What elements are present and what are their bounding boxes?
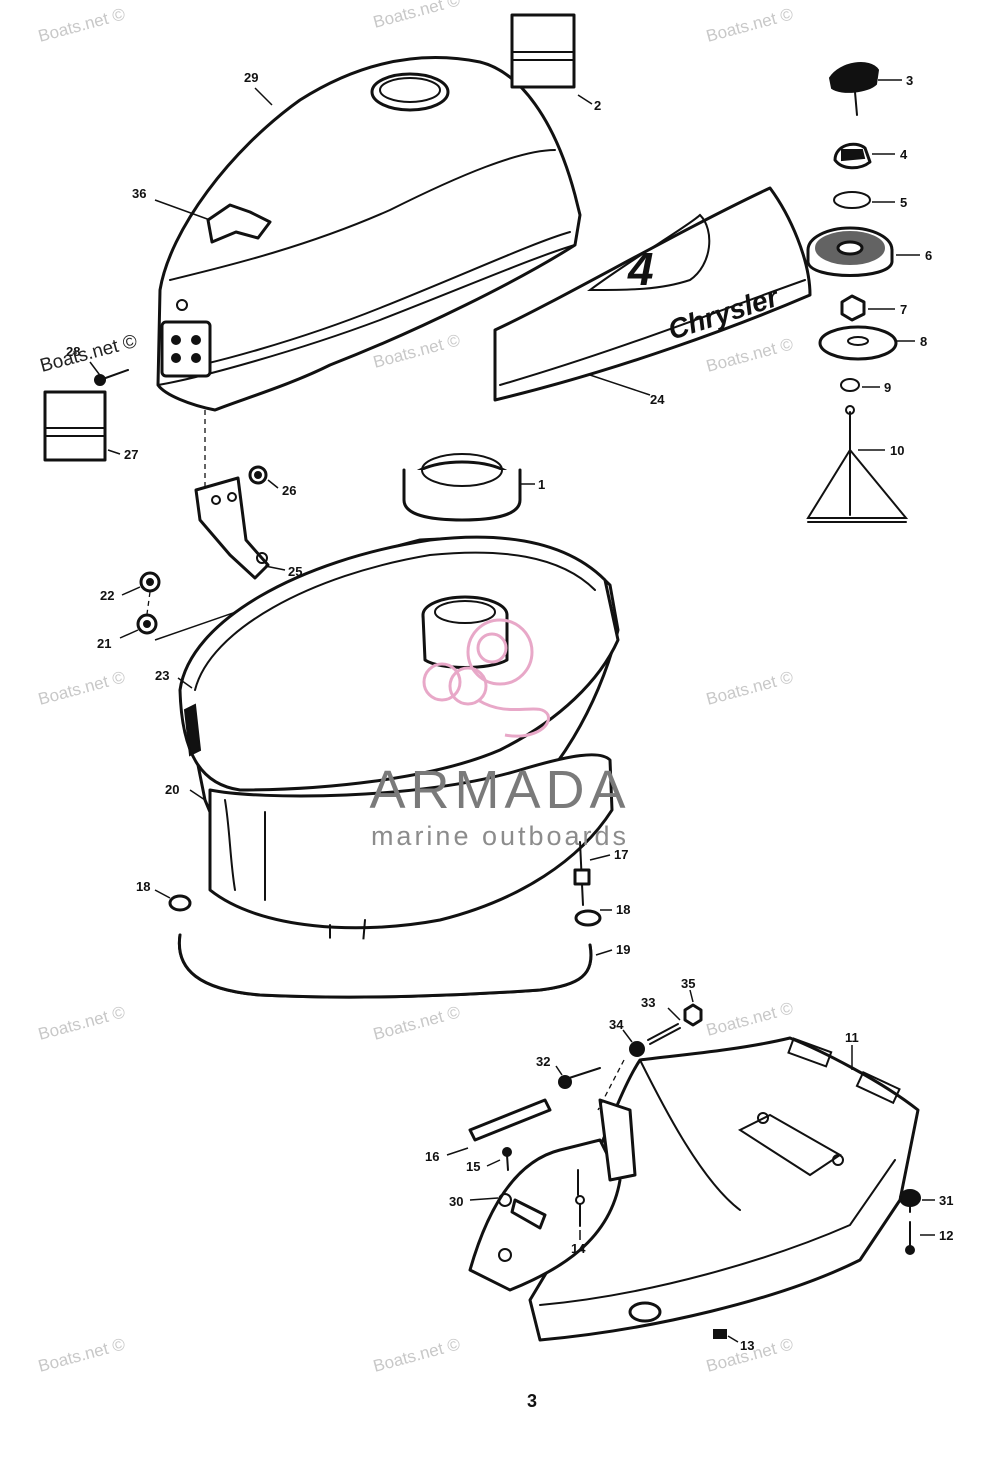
watermark-text: Boats.net © xyxy=(704,667,795,709)
leader-lines xyxy=(89,79,935,1343)
callout-33: 33 xyxy=(641,995,655,1010)
knob-3 xyxy=(828,62,880,116)
side-decal-panel: 4 Chrysler xyxy=(493,186,812,402)
screw-32 xyxy=(558,1067,601,1089)
callout-labels: 29 2 3 4 5 6 7 8 9 10 36 28 27 24 1 26 2… xyxy=(66,70,953,1353)
side-plate xyxy=(468,1098,637,1292)
callout-14: 14 xyxy=(571,1241,586,1256)
callout-20: 20 xyxy=(165,782,179,797)
bracket-25 xyxy=(194,476,270,580)
callout-24: 24 xyxy=(650,392,665,407)
grommet-1 xyxy=(402,453,522,522)
decal-strip-2 xyxy=(510,13,576,89)
knob-31 xyxy=(899,1189,921,1213)
callout-18-right: 18 xyxy=(616,902,630,917)
clip-18-left xyxy=(168,894,192,912)
filter-6 xyxy=(806,226,894,277)
watermark-text: Boats.net © xyxy=(36,1002,127,1044)
callout-10: 10 xyxy=(890,443,904,458)
callout-15: 15 xyxy=(466,1159,480,1174)
callout-28: 28 xyxy=(66,344,80,359)
callout-35: 35 xyxy=(681,976,695,991)
watermark-text: Boats.net © xyxy=(36,4,127,46)
screw-12 xyxy=(905,1221,915,1255)
o-ring-5 xyxy=(833,191,871,209)
cover-rim-23 xyxy=(178,535,620,792)
callout-11: 11 xyxy=(845,1030,859,1045)
nut-35 xyxy=(683,1003,703,1027)
callout-4: 4 xyxy=(900,147,908,162)
armada-brand: ARMADA xyxy=(369,760,630,820)
callout-8: 8 xyxy=(920,334,927,349)
callout-16: 16 xyxy=(425,1149,439,1164)
watermark-text: Boats.net © xyxy=(704,334,795,376)
stud-17 xyxy=(573,841,591,906)
washer-4 xyxy=(833,142,872,170)
nut-7 xyxy=(840,294,866,322)
clip-18-right xyxy=(574,909,602,927)
callout-19: 19 xyxy=(616,942,630,957)
watermark-text: Boats.net © xyxy=(371,1334,462,1376)
nut-21 xyxy=(136,613,158,635)
callout-21: 21 xyxy=(97,636,111,651)
screw-28 xyxy=(94,369,129,386)
strip-16 xyxy=(468,1098,552,1142)
watermark-text: Boats.net © xyxy=(36,667,127,709)
callout-36: 36 xyxy=(132,186,146,201)
callout-23: 23 xyxy=(155,668,169,683)
screw-33 xyxy=(647,1023,681,1045)
decal-strip-27 xyxy=(43,390,107,462)
callout-12: 12 xyxy=(939,1228,953,1243)
clip-13 xyxy=(713,1329,727,1339)
callout-34: 34 xyxy=(609,1017,624,1032)
watermark-text: Boats.net © xyxy=(38,331,140,377)
armada-logo-icon xyxy=(422,618,550,738)
hose-19 xyxy=(177,933,593,999)
armada-watermark: ARMADA marine outboards xyxy=(369,618,630,851)
callout-2: 2 xyxy=(594,98,601,113)
callout-18-left: 18 xyxy=(136,879,150,894)
support-10 xyxy=(806,405,909,523)
callout-29: 29 xyxy=(244,70,258,85)
callout-27: 27 xyxy=(124,447,138,462)
callout-1: 1 xyxy=(538,477,545,492)
callout-30: 30 xyxy=(449,1194,463,1209)
screw-15 xyxy=(502,1147,512,1171)
screw-14 xyxy=(575,1195,585,1227)
callout-17: 17 xyxy=(614,847,628,862)
clip-9 xyxy=(840,378,860,392)
callout-13: 13 xyxy=(740,1338,754,1353)
callout-6: 6 xyxy=(925,248,932,263)
cover-neck xyxy=(421,595,509,669)
watermark-text: Boats.net © xyxy=(704,4,795,46)
watermark-text: Boats.net © xyxy=(704,998,795,1040)
washer-34 xyxy=(629,1041,645,1057)
washer-8 xyxy=(818,325,898,361)
callout-22: 22 xyxy=(100,588,114,603)
callout-32: 32 xyxy=(536,1054,550,1069)
callout-5: 5 xyxy=(900,195,907,210)
nut-26 xyxy=(248,465,268,485)
decal-number: 4 xyxy=(627,243,654,295)
armada-tagline: marine outboards xyxy=(371,821,629,851)
callout-26: 26 xyxy=(282,483,296,498)
nut-22 xyxy=(139,571,161,593)
callout-25: 25 xyxy=(288,564,302,579)
watermark-text: Boats.net © xyxy=(371,0,462,32)
watermark-text: Boats.net © xyxy=(36,1334,127,1376)
callout-3: 3 xyxy=(906,73,913,88)
callout-31: 31 xyxy=(939,1193,953,1208)
callout-9: 9 xyxy=(884,380,891,395)
upper-engine-cover xyxy=(156,56,582,412)
callout-7: 7 xyxy=(900,302,907,317)
page-number: 3 xyxy=(527,1391,537,1411)
watermark-text: Boats.net © xyxy=(371,1002,462,1044)
